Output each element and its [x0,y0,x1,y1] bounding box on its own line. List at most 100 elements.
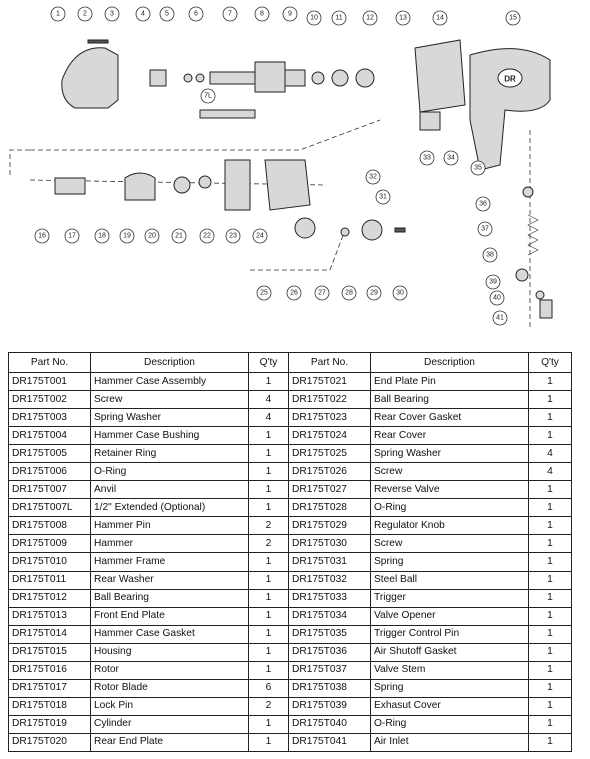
part-no-cell: DR175T035 [288,624,371,644]
description-cell: Steel Ball [370,570,529,590]
callout-circle [188,6,204,22]
callout-5: 5 [159,6,175,22]
description-cell: Rear Cover [370,426,529,446]
callout-25: 25 [256,285,272,301]
callout-number: 36 [479,201,487,208]
description-cell: Hammer Case Assembly [90,371,249,392]
callout-circle [314,285,330,301]
part-no-cell: DR175T018 [8,696,91,716]
callout-circle [475,196,491,212]
exhaust-cover-shape [515,268,529,282]
part-no-cell: DR175T025 [288,444,371,464]
air-inlet-shape [539,299,553,319]
screw-shape [87,39,109,44]
callout-number: 18 [98,233,106,240]
callout-number: 35 [474,165,482,172]
assembly-line-top [30,119,381,151]
part-no-cell: DR175T006 [8,462,91,482]
extended-anvil-shape [199,109,256,119]
qty-cell: 1 [248,624,289,644]
callout-circle [375,189,391,205]
qty-cell: 1 [248,588,289,608]
part-no-cell: DR175T026 [288,462,371,482]
qty-cell: 1 [248,570,289,590]
qty-cell: 1 [528,642,572,662]
gasket-2-shape [522,186,534,198]
description-cell: Spring [370,552,529,572]
callout-17: 17 [64,228,80,244]
part-no-cell: DR175T039 [288,696,371,716]
callout-circle [252,228,268,244]
qty-cell: 1 [528,588,572,608]
qty-cell: 1 [528,371,572,392]
assembly-line-bottom [250,229,346,271]
callout-circle [489,290,505,306]
qty-cell: 4 [248,408,289,428]
qty-cell: 4 [528,462,572,482]
callout-38: 38 [482,247,498,263]
logo-badge [497,68,523,88]
callout-35: 35 [470,160,486,176]
callout-circle [432,10,448,26]
qty-cell: 1 [528,624,572,644]
qty-cell: 1 [528,732,572,752]
callout-number: 38 [486,252,494,259]
o-ring-shape [195,73,205,83]
callout-number: 4 [141,11,145,18]
part-no-cell: DR175T032 [288,570,371,590]
callout-number: 17 [68,233,76,240]
description-cell: Valve Stem [370,660,529,680]
header-qty: Q'ty [528,352,572,373]
housing-shape [469,48,551,171]
callout-number: 33 [423,155,431,162]
callout-31: 31 [375,189,391,205]
description-cell: Spring Washer [370,444,529,464]
callout-circle [477,221,493,237]
part-no-cell: DR175T033 [288,588,371,608]
description-cell: Valve Opener [370,606,529,626]
part-no-cell: DR175T020 [8,732,91,752]
description-cell: Retainer Ring [90,444,249,464]
callout-2: 2 [77,6,93,22]
callout-circle [77,6,93,22]
callout-circle [199,228,215,244]
qty-cell: 1 [528,660,572,680]
callout-39: 39 [485,274,501,290]
callout-number: 10 [310,15,318,22]
qty-cell: 1 [528,696,572,716]
callout-13: 13 [395,10,411,26]
description-cell: Screw [370,462,529,482]
callout-circle [171,228,187,244]
qty-cell: 2 [248,516,289,536]
part-no-cell: DR175T016 [8,660,91,680]
spring-shape [527,214,539,256]
description-cell: O-Ring [90,462,249,482]
qty-cell: 1 [248,480,289,500]
screw-2-shape [394,227,406,233]
callout-number: 25 [260,290,268,297]
o-ring-2-shape [340,227,350,237]
description-cell: O-Ring [370,714,529,734]
callout-32: 32 [365,169,381,185]
qty-cell: 1 [528,480,572,500]
callout-20: 20 [144,228,160,244]
qty-cell: 6 [248,678,289,698]
callout-circle [50,6,66,22]
reverse-valve-shape [294,217,316,239]
callout-36: 36 [475,196,491,212]
description-cell: Rotor Blade [90,678,249,698]
parts-table: Part No. Description Q'ty Part No. Descr… [8,352,572,752]
part-no-cell: DR175T004 [8,426,91,446]
description-cell: Reverse Valve [370,480,529,500]
part-no-cell: DR175T036 [288,642,371,662]
callout-9: 9 [282,6,298,22]
qty-cell: 4 [528,444,572,464]
